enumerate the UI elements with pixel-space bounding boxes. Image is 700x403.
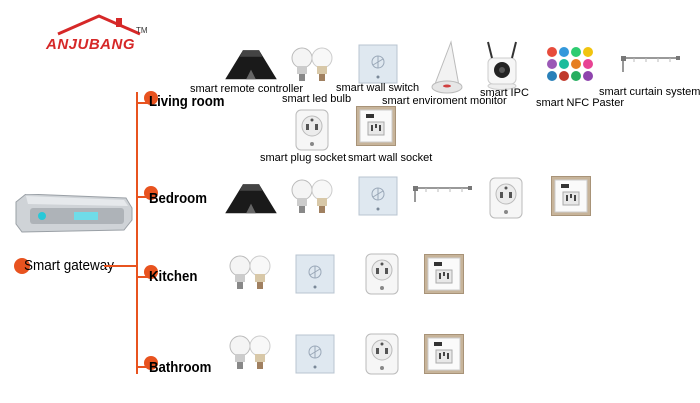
plug-socket-icon: [294, 108, 330, 152]
bedroom-led-bulb-icon: [290, 178, 334, 218]
connector-trunk: [136, 92, 138, 374]
bathroom-wall-socket-icon: [424, 334, 464, 374]
kitchen-led-bulb-icon: [228, 254, 272, 294]
room-bullet-kitchen: [144, 265, 158, 279]
brand-logo: ANJUBANG TM: [40, 14, 160, 54]
label-environment-monitor: smart enviroment monitor: [382, 95, 507, 107]
bedroom-plug-socket-icon: [488, 176, 524, 220]
room-label-kitchen: Kitchen: [149, 268, 198, 285]
bedroom-remote-controller-icon: [222, 178, 280, 218]
connector-bedroom: [136, 196, 148, 198]
gateway-bullet: [14, 258, 30, 274]
room-label-bathroom: Bathroom: [149, 359, 212, 376]
room-bullet-bedroom: [144, 186, 158, 200]
bedroom-wall-switch-icon: [358, 176, 398, 216]
trademark-mark: TM: [136, 26, 148, 35]
room-label-living-room: Living room: [149, 93, 225, 110]
bathroom-wall-switch-icon: [295, 334, 335, 374]
led-bulb-icon: [290, 46, 334, 86]
label-nfc-paster: smart NFC Paster: [536, 97, 625, 109]
brand-name: ANJUBANG: [46, 36, 136, 53]
ipc-camera-icon: [480, 40, 524, 90]
bathroom-led-bulb-icon: [228, 334, 272, 374]
label-remote-controller: smart remote controller: [190, 83, 304, 95]
connector-living-room: [136, 102, 148, 104]
bedroom-curtain-system-icon: [412, 184, 472, 204]
label-wall-switch: smart wall switch: [336, 82, 420, 94]
nfc-paster-icon: [544, 46, 596, 88]
bedroom-wall-socket-icon: [551, 176, 591, 216]
kitchen-wall-switch-icon: [295, 254, 335, 294]
wall-socket-icon: [356, 106, 396, 146]
label-plug-socket: smart plug socket: [260, 152, 347, 164]
label-wall-socket: smart wall socket: [348, 152, 433, 164]
label-led-bulb: smart led bulb: [282, 93, 352, 105]
gateway-device-icon: [14, 194, 134, 236]
kitchen-wall-socket-icon: [424, 254, 464, 294]
label-ipc: smart IPC: [480, 87, 529, 99]
connector-kitchen: [136, 276, 148, 278]
wall-switch-icon: [358, 44, 398, 84]
room-label-bedroom: Bedroom: [149, 190, 207, 207]
gateway-label: Smart gateway: [24, 257, 115, 274]
connector-gateway: [104, 265, 136, 267]
house-roof-icon: [57, 14, 141, 36]
kitchen-plug-socket-icon: [364, 252, 400, 296]
label-curtain-system: smart curtain system: [599, 86, 700, 98]
bathroom-plug-socket-icon: [364, 332, 400, 376]
room-bullet-living-room: [144, 91, 158, 105]
remote-controller-icon: [222, 44, 280, 84]
environment-monitor-icon: [425, 40, 465, 96]
curtain-system-icon: [620, 54, 680, 74]
connector-bathroom: [136, 366, 148, 368]
room-bullet-bathroom: [144, 356, 158, 370]
